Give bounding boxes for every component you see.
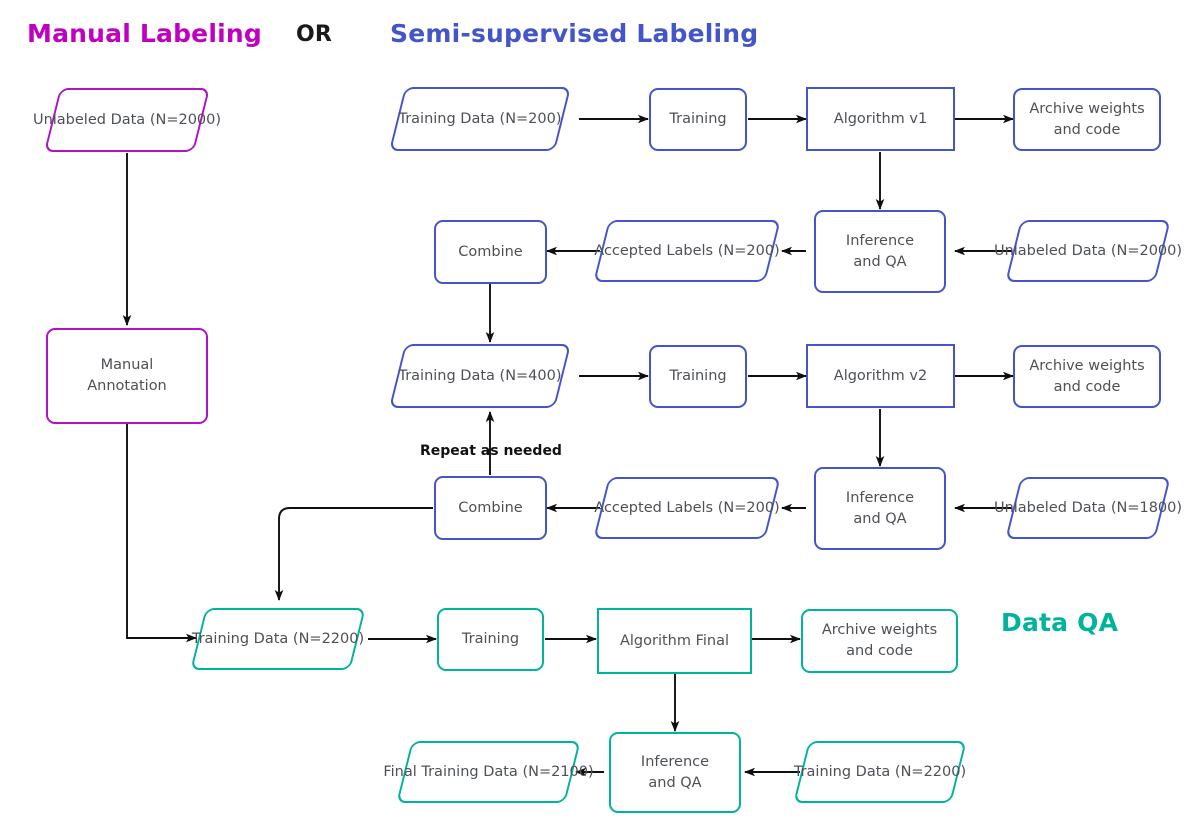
node-algorithm-v1[interactable]: Algorithm v1 (806, 87, 955, 151)
node-manual-annotation[interactable]: Manual Annotation (46, 328, 208, 424)
title-manual-labeling: Manual Labeling (27, 19, 262, 48)
node-unlabeled-data-manual-inner: Unlabeled Data (N=2000) (33, 90, 221, 150)
node-label-line1: Accepted Labels (594, 242, 714, 259)
node-label-line1: Training Data (398, 110, 495, 127)
node-training-data-qa[interactable]: Training Data (N=2200) (793, 741, 967, 803)
node-final-training-data-inner: Final Training Data (N=2100) (383, 743, 593, 801)
node-inference-and-qa-round1[interactable]: Inference and QA (814, 210, 946, 293)
node-accepted-labels-round1[interactable]: Accepted Labels (N=200) (593, 220, 781, 282)
node-accepted-labels-round1-inner: Accepted Labels (N=200) (594, 222, 779, 280)
node-label-line1: Algorithm v1 (833, 110, 928, 127)
node-label-line1: Archive weights (1029, 100, 1145, 117)
node-label-line2: and QA (648, 774, 702, 791)
node-label-line1: Inference (640, 753, 710, 770)
node-unlabeled-data-round2[interactable]: Unlabeled Data (N=1800) (994, 477, 1182, 539)
node-label-line2: (N=200) (717, 499, 780, 516)
node-label-line2: (N=2000) (1110, 242, 1183, 259)
node-algorithm-v2[interactable]: Algorithm v2 (806, 344, 955, 408)
node-label-line1: Unlabeled Data (993, 499, 1107, 516)
node-archive-final[interactable]: Archive weights and code (801, 609, 958, 673)
node-label-line1: Archive weights (821, 622, 938, 639)
node-unlabeled-data-round1-inner: Unlabeled Data (N=2000) (994, 222, 1182, 280)
node-combine-round2[interactable]: Combine (434, 476, 547, 540)
node-label-line1: Algorithm Final (619, 632, 730, 649)
node-label-line1: Combine (458, 243, 523, 260)
node-unlabeled-data-round1[interactable]: Unlabeled Data (N=2000) (994, 220, 1182, 282)
node-label-line2: (N=1800) (1110, 499, 1183, 516)
node-label-line2: (N=400) (499, 367, 562, 384)
node-unlabeled-data-manual[interactable]: Unlabeled Data (N=2000) (33, 88, 221, 152)
node-label-line1: Manual (100, 357, 154, 374)
node-label-line1: Training (461, 631, 520, 648)
node-training-round1[interactable]: Training (649, 88, 747, 151)
node-label-line1: Accepted Labels (594, 499, 714, 516)
node-label-line2: Annotation (87, 378, 167, 394)
edge-combine2-to-final-training (274, 507, 433, 601)
node-archive-round1[interactable]: Archive weights and code (1013, 88, 1161, 151)
node-label-line1: Final Training Data (383, 763, 518, 780)
node-label-line1: Training (669, 368, 727, 385)
node-label-line1: Training (669, 111, 727, 128)
node-label-line2: (N=200) (717, 242, 780, 259)
node-final-training-data[interactable]: Final Training Data (N=2100) (383, 741, 594, 803)
node-label-line1: Training Data (191, 630, 289, 647)
edge-annotation-to-final-training (126, 424, 197, 643)
node-accepted-labels-round2[interactable]: Accepted Labels (N=200) (593, 477, 781, 539)
node-label-line2: (N=200) (499, 110, 562, 127)
node-label-line2: (N=2000) (149, 111, 222, 128)
node-label-line1: Training Data (793, 763, 891, 780)
title-semi-supervised-labeling: Semi-supervised Labeling (390, 19, 759, 48)
title-or: OR (296, 22, 333, 47)
node-algorithm-final[interactable]: Algorithm Final (597, 608, 752, 674)
node-label-line1: Training Data (398, 367, 495, 384)
node-inference-and-qa-final[interactable]: Inference and QA (609, 732, 741, 813)
node-label-line2: and code (1053, 378, 1121, 395)
node-label-line1: Unlabeled Data (32, 111, 146, 128)
node-combine-round1[interactable]: Combine (434, 220, 547, 284)
node-training-data-final-inner: Training Data (N=2200) (192, 610, 364, 668)
node-label-line1: Unlabeled Data (993, 242, 1107, 259)
node-training-data-round2[interactable]: Training Data (N=400) (389, 344, 571, 408)
node-label-line2: and QA (853, 510, 907, 527)
node-training-data-round1[interactable]: Training Data (N=200) (389, 87, 571, 151)
node-training-final[interactable]: Training (437, 608, 544, 671)
node-label-line2: and code (846, 643, 913, 659)
node-archive-round2[interactable]: Archive weights and code (1013, 345, 1161, 408)
node-label-line1: Inference (845, 489, 915, 506)
title-data-qa: Data QA (1001, 608, 1119, 637)
node-training-data-qa-inner: Training Data (N=2200) (794, 743, 966, 801)
node-label-line2: (N=2200) (894, 763, 967, 780)
edge-label-repeat-as-needed: Repeat as needed (420, 443, 562, 459)
node-label-line2: and QA (853, 253, 907, 270)
node-label-line2: (N=2100) (522, 763, 594, 780)
node-label-line1: Inference (845, 232, 915, 249)
node-training-data-round2-inner: Training Data (N=400) (398, 346, 562, 406)
node-label-line1: Archive weights (1029, 357, 1145, 374)
node-training-data-round1-inner: Training Data (N=200) (398, 89, 562, 149)
node-accepted-labels-round2-inner: Accepted Labels (N=200) (594, 479, 779, 537)
node-inference-and-qa-round2[interactable]: Inference and QA (814, 467, 946, 550)
node-label-line2: and code (1053, 121, 1121, 138)
node-label-line1: Algorithm v2 (833, 367, 928, 384)
node-label-line2: (N=2200) (292, 630, 365, 647)
node-training-data-final[interactable]: Training Data (N=2200) (190, 608, 366, 670)
node-training-round2[interactable]: Training (649, 345, 747, 408)
node-unlabeled-data-round2-inner: Unlabeled Data (N=1800) (994, 479, 1182, 537)
node-label-line1: Combine (458, 499, 523, 516)
